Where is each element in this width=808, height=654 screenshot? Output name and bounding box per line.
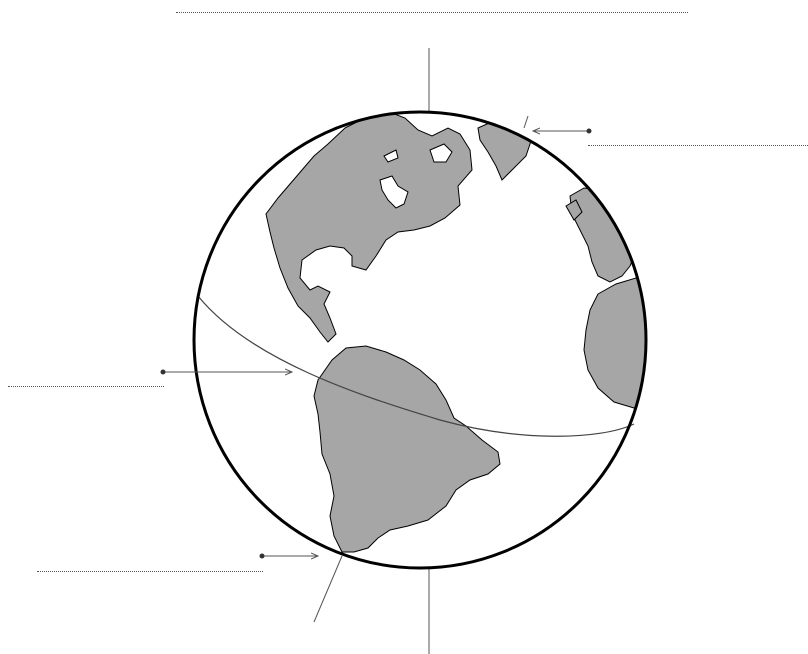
tilted-axis-top: [524, 116, 528, 128]
south-pole-pointer-dot: [260, 554, 265, 559]
equator-pointer-dot: [161, 370, 166, 375]
north-pole-pointer-dot: [587, 129, 592, 134]
tilted-axis-bottom: [314, 556, 342, 622]
